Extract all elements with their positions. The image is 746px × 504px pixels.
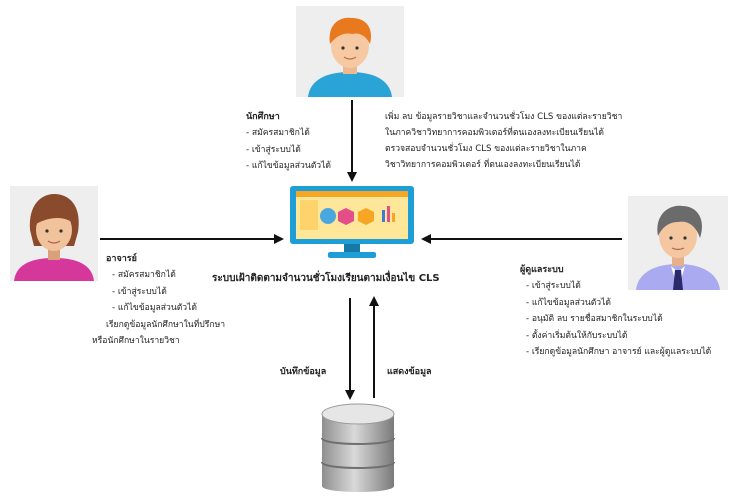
note-line: ตรวจสอบจำนวนชั่วโมง CLS ของแต่ละรายวิชาใ… xyxy=(385,144,587,154)
save-data-label: บันทึกข้อมูล xyxy=(280,367,327,377)
admin-ability: อนุมัติ ลบ รายชื่อสมาชิกในระบบได้ xyxy=(526,311,711,328)
student-course-note: เพิ่ม ลบ ข้อมูลรายวิชาและจำนวนชั่วโมง CL… xyxy=(385,109,622,173)
teacher-ability: แก้ไขข้อมูลส่วนตัวได้ xyxy=(112,300,225,317)
student-avatar xyxy=(296,6,404,97)
admin-ability: เรียกดูข้อมูลนักศึกษา อาจารย์ และผู้ดูแล… xyxy=(526,344,711,361)
student-ability: สมัครสมาชิกได้ xyxy=(246,125,331,142)
note-line: วิชาวิทยาการคอมพิวเตอร์ ที่ตนเองลงทะเบีย… xyxy=(385,160,581,170)
teacher-extra: เรียกดูข้อมูลนักศึกษาในที่ปรึกษา xyxy=(106,319,226,330)
teacher-abilities: สมัครสมาชิกได้ เข้าสู่ระบบได้ แก้ไขข้อมู… xyxy=(112,267,225,317)
system-monitor-icon xyxy=(288,184,416,260)
admin-title: ผู้ดูแลระบบ xyxy=(520,265,564,275)
note-line: ในภาควิชาวิทยาการคอมพิวเตอร์ที่ตนเองลงทะ… xyxy=(385,128,604,138)
admin-ability: เข้าสู่ระบบได้ xyxy=(526,278,711,295)
note-line: เพิ่ม ลบ ข้อมูลรายวิชาและจำนวนชั่วโมง CL… xyxy=(385,112,623,122)
admin-ability: แก้ไขข้อมูลส่วนตัวได้ xyxy=(526,295,711,312)
teacher-title: อาจารย์ xyxy=(106,254,137,264)
teacher-avatar xyxy=(10,186,98,281)
system-caption: ระบบเฝ้าติดตามจำนวนชั่วโมงเรียนตามเงื่อน… xyxy=(212,273,440,284)
admin-ability: ตั้งค่าเริ่มต้นให้กับระบบได้ xyxy=(526,328,711,345)
student-ability: แก้ไขข้อมูลส่วนตัวได้ xyxy=(246,158,331,175)
student-panel: นักศึกษา สมัครสมาชิกได้ เข้าสู่ระบบได้ แ… xyxy=(246,109,331,175)
teacher-ability: สมัครสมาชิกได้ xyxy=(112,267,225,284)
student-title: นักศึกษา xyxy=(246,112,280,122)
teacher-ability: เข้าสู่ระบบได้ xyxy=(112,284,225,301)
database-icon xyxy=(318,402,398,500)
student-abilities: สมัครสมาชิกได้ เข้าสู่ระบบได้ แก้ไขข้อมู… xyxy=(246,125,331,175)
teacher-extra: หรือนักศึกษาในรายวิชา xyxy=(92,335,180,346)
admin-panel: ผู้ดูแลระบบ เข้าสู่ระบบได้ แก้ไขข้อมูลส่… xyxy=(520,262,711,361)
student-ability: เข้าสู่ระบบได้ xyxy=(246,142,331,159)
show-data-label: แสดงข้อมูล xyxy=(387,367,432,377)
teacher-panel: อาจารย์ สมัครสมาชิกได้ เข้าสู่ระบบได้ แก… xyxy=(92,251,226,349)
admin-abilities: เข้าสู่ระบบได้ แก้ไขข้อมูลส่วนตัวได้ อนุ… xyxy=(526,278,711,361)
